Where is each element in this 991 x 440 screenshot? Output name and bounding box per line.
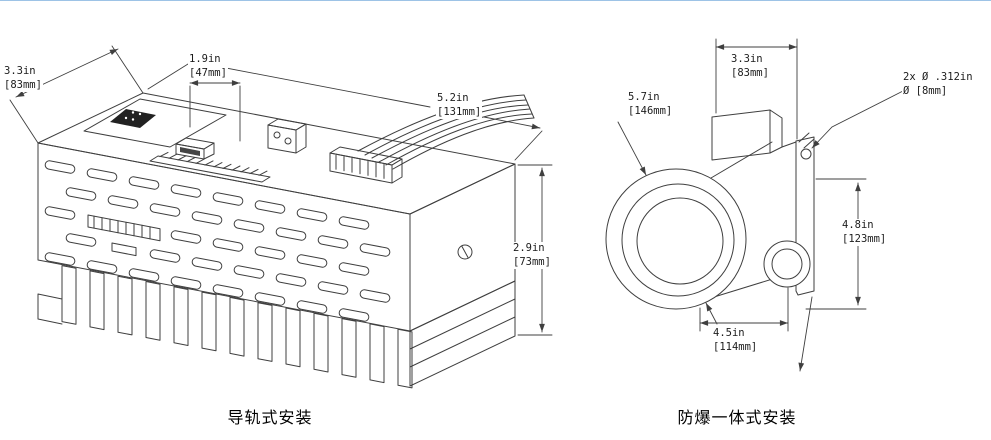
micro-port [111, 242, 137, 257]
dim-label-right-height: 4.8in [123mm] [841, 219, 888, 247]
dimension-lines-left [9, 45, 553, 336]
terminal-strip [149, 151, 271, 183]
usb-port [175, 137, 215, 160]
dim-inches: 5.7in [628, 91, 660, 103]
dim-inches: 5.2in [437, 92, 469, 104]
explosion-proof-device-drawing [605, 109, 815, 310]
dim-metric: [83mm] [4, 78, 42, 91]
dim-metric: [146mm] [628, 104, 673, 117]
dim-metric: [131mm] [437, 105, 482, 118]
dim-metric: [47mm] [189, 66, 227, 79]
dim-inches: 4.8in [842, 219, 874, 231]
dim-label-left-top: 1.9in [47mm] [188, 53, 228, 81]
dim-metric: [114mm] [713, 340, 758, 353]
dim-label-left-width: 5.2in [131mm] [436, 92, 483, 120]
terminal-box [711, 109, 797, 161]
side-screw [457, 244, 473, 260]
dimension-lines-right [617, 38, 904, 372]
dim-label-right-top-width: 3.3in [83mm] [730, 53, 770, 81]
top-plate-display [83, 98, 227, 148]
rail-mount-device-drawing [37, 92, 535, 389]
dim-label-right-length: 4.5in [114mm] [712, 327, 759, 355]
conduit-cylinder [763, 240, 811, 288]
relay-connector [267, 118, 307, 154]
vent-slots [43, 159, 392, 323]
din-rail-clip [37, 293, 63, 325]
heatsink-side [409, 280, 516, 387]
caption-explosion-proof: 防爆一体式安装 [677, 410, 797, 427]
vent-grille [87, 214, 161, 242]
dim-holes-count: 2x Ø .312in [903, 71, 973, 83]
dim-holes-metric: Ø [8mm] [903, 84, 948, 97]
dim-label-left-height: 2.9in [73mm] [512, 242, 552, 270]
dim-label-right-holes: 2x Ø .312in Ø [8mm] [902, 71, 974, 99]
heatsink-fins [61, 265, 413, 389]
caption-rail-mount: 导轨式安装 [227, 410, 313, 427]
dim-inches: 4.5in [713, 327, 745, 339]
dim-metric: [83mm] [731, 66, 769, 79]
mount-hole [800, 148, 812, 160]
lens-face [605, 168, 747, 310]
dim-label-right-lens-diameter: 5.7in [146mm] [627, 91, 674, 119]
device-body [37, 92, 516, 332]
dim-inches: 3.3in [4, 65, 36, 77]
dim-label-left-depth: 3.3in [83mm] [3, 65, 43, 93]
dim-metric: [73mm] [513, 255, 551, 268]
pin-header-block [329, 146, 403, 184]
dim-inches: 2.9in [513, 242, 545, 254]
dim-inches: 1.9in [189, 53, 221, 65]
dim-metric: [123mm] [842, 232, 887, 245]
dim-inches: 3.3in [731, 53, 763, 65]
